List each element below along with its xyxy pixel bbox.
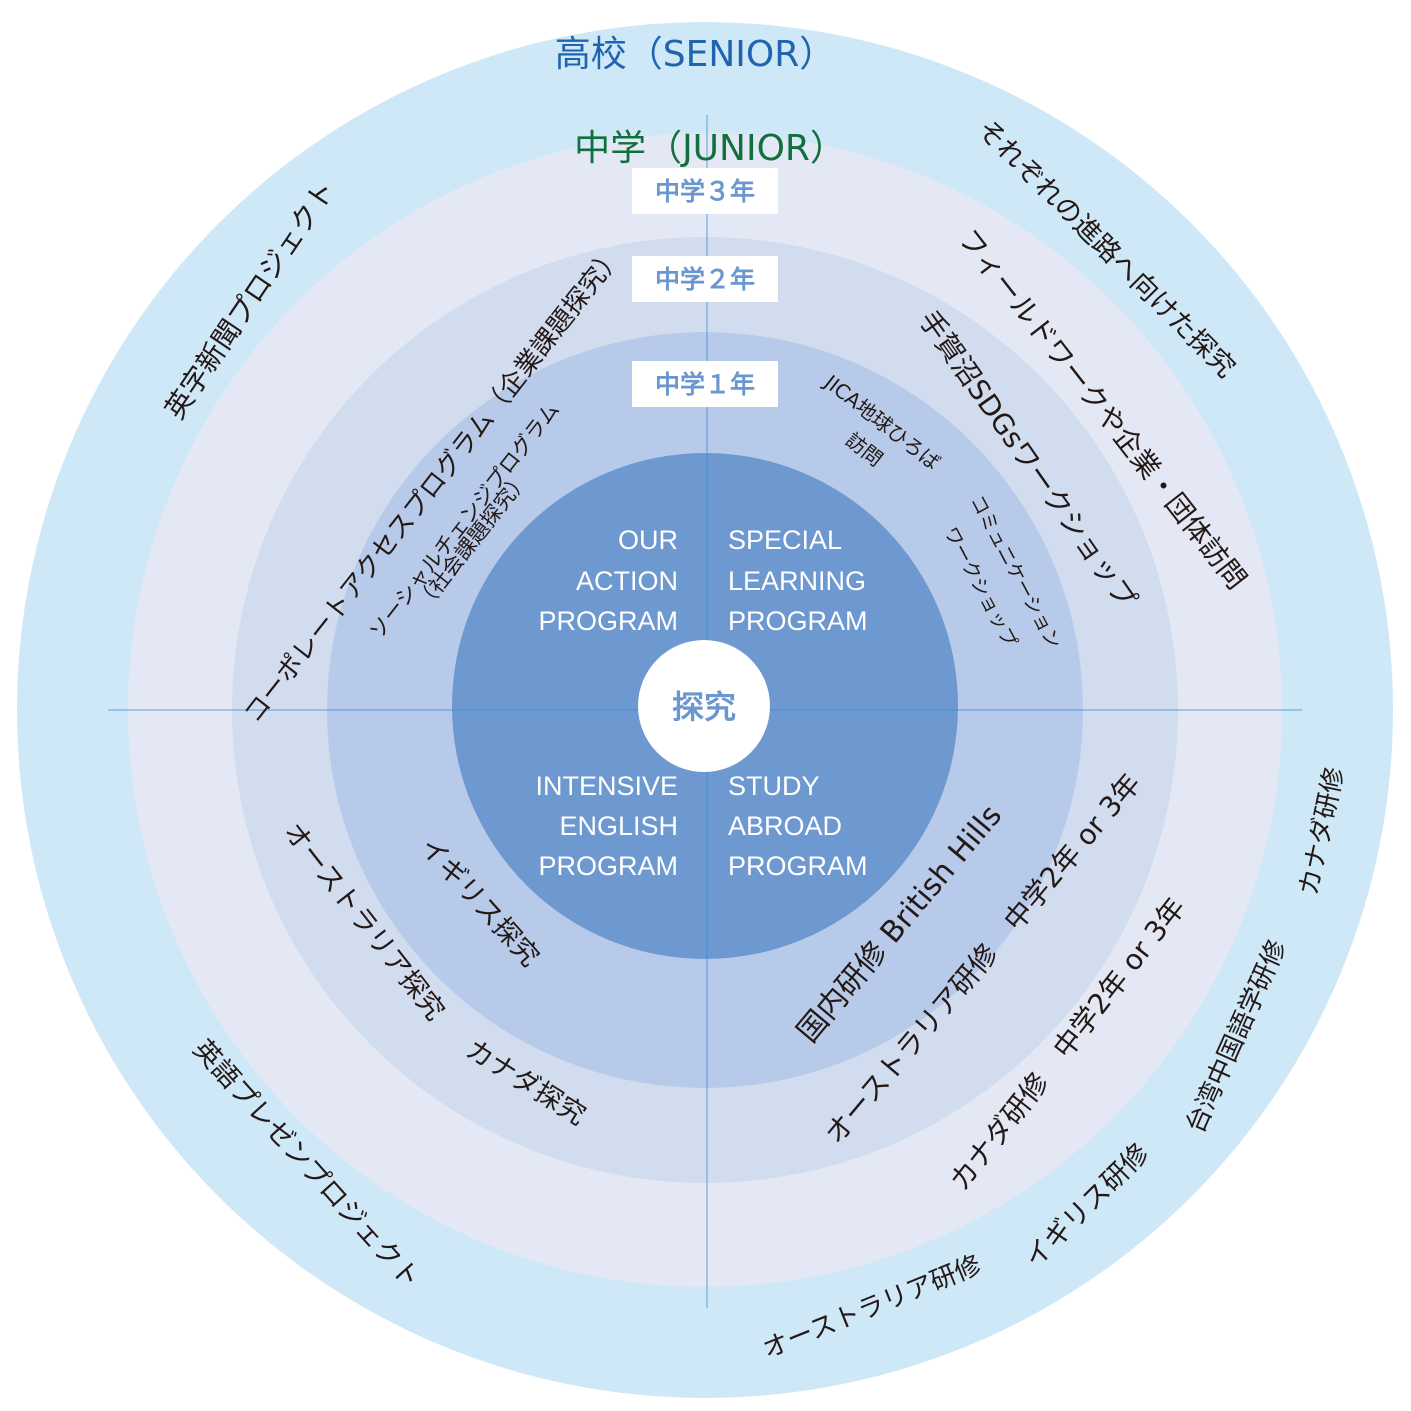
grade1-label: 中学１年 [655,370,755,399]
quadrant-top-left-line3: PROGRAM [538,606,678,636]
grade1-label-box [632,361,778,407]
quadrant-top-right-line2: LEARNING [728,566,866,596]
quadrant-top-left-line2: ACTION [576,566,678,596]
grade3-label: 中学３年 [655,177,755,206]
grade2-label: 中学２年 [655,265,755,294]
center-badge [638,640,770,772]
quadrant-top-right-line3: PROGRAM [728,606,868,636]
quadrant-bottom-left-line1: INTENSIVE [535,771,678,801]
quadrant-bottom-right-line2: ABROAD [728,811,842,841]
junior-label: 中学（JUNIOR） [574,128,846,169]
senior-label: 高校（SENIOR） [555,34,836,75]
grade2-label-box [632,256,778,302]
quadrant-bottom-right-line3: PROGRAM [728,851,868,881]
quadrant-bottom-right-line1: STUDY [728,771,820,801]
center-label: 探究 [672,688,736,726]
quadrant-bottom-left-line2: ENGLISH [559,811,678,841]
quadrant-top-right-line1: SPECIAL [728,525,842,555]
quadrant-top-left-line1: OUR [618,525,678,555]
grade3-label-box [632,168,778,214]
quadrant-bottom-left-line3: PROGRAM [538,851,678,881]
